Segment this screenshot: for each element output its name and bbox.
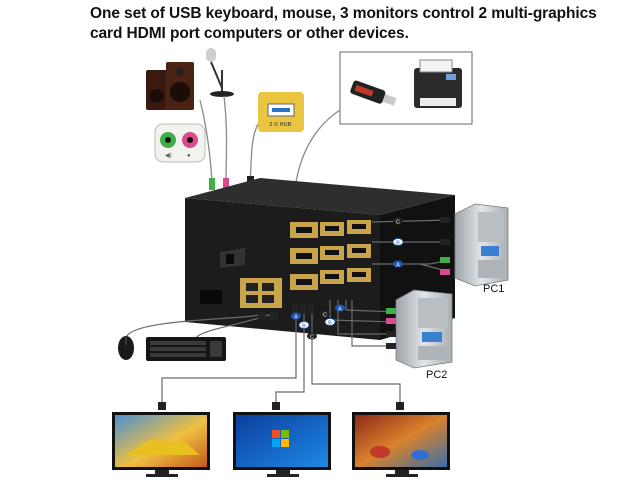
caption-line-2: card HDMI port computers or other device… [90, 25, 409, 42]
cable-connectors-pc1 [440, 217, 450, 275]
pc1-label: PC1 [483, 283, 504, 295]
svg-text:●: ● [187, 153, 191, 159]
audio-jack-icon: ◀) ● [154, 123, 206, 163]
marker-a-text: A [294, 315, 298, 321]
cable-marker-b: B [392, 238, 404, 247]
usb-flash-drive-icon [350, 80, 397, 106]
mouse-icon [118, 336, 134, 360]
marker-c-text: C [323, 313, 327, 319]
cable-marker-b: B [298, 321, 310, 330]
cable-marker-a: A [335, 304, 345, 313]
cable-marker-c: C [307, 332, 317, 341]
pc2-label: PC2 [426, 369, 447, 381]
cable-marker-a: A [393, 260, 403, 269]
cable-marker-a: A [291, 312, 301, 321]
cable-marker-c: C [393, 217, 403, 226]
pc-tower-icon [395, 289, 453, 369]
usb-port-icon: 2.0 HUB [258, 92, 304, 132]
cable-marker-c: C [320, 310, 330, 319]
pc-tower-icon [454, 203, 509, 287]
monitor-icon [233, 412, 331, 477]
keyboard-icon [146, 337, 226, 361]
marker-c-text: C [396, 220, 400, 226]
marker-b-text: B [328, 321, 332, 327]
usb-hub-label: 2.0 HUB [269, 122, 292, 128]
caption: One set of USB keyboard, mouse, 3 monito… [90, 4, 630, 44]
marker-c-text: C [310, 335, 314, 341]
caption-line-1: One set of USB keyboard, mouse, 3 monito… [90, 5, 597, 22]
microphone-icon [206, 48, 234, 97]
speaker-icon [146, 62, 194, 110]
marker-b-text: B [396, 241, 400, 247]
printer-icon [414, 59, 462, 108]
marker-a-text: A [338, 307, 342, 313]
monitor-icon [352, 412, 450, 477]
svg-text:◀): ◀) [165, 153, 172, 159]
monitor-icon [112, 412, 210, 477]
marker-b-text: B [302, 324, 306, 330]
marker-a-text: A [396, 263, 400, 269]
cable-marker-b: B [324, 318, 336, 327]
